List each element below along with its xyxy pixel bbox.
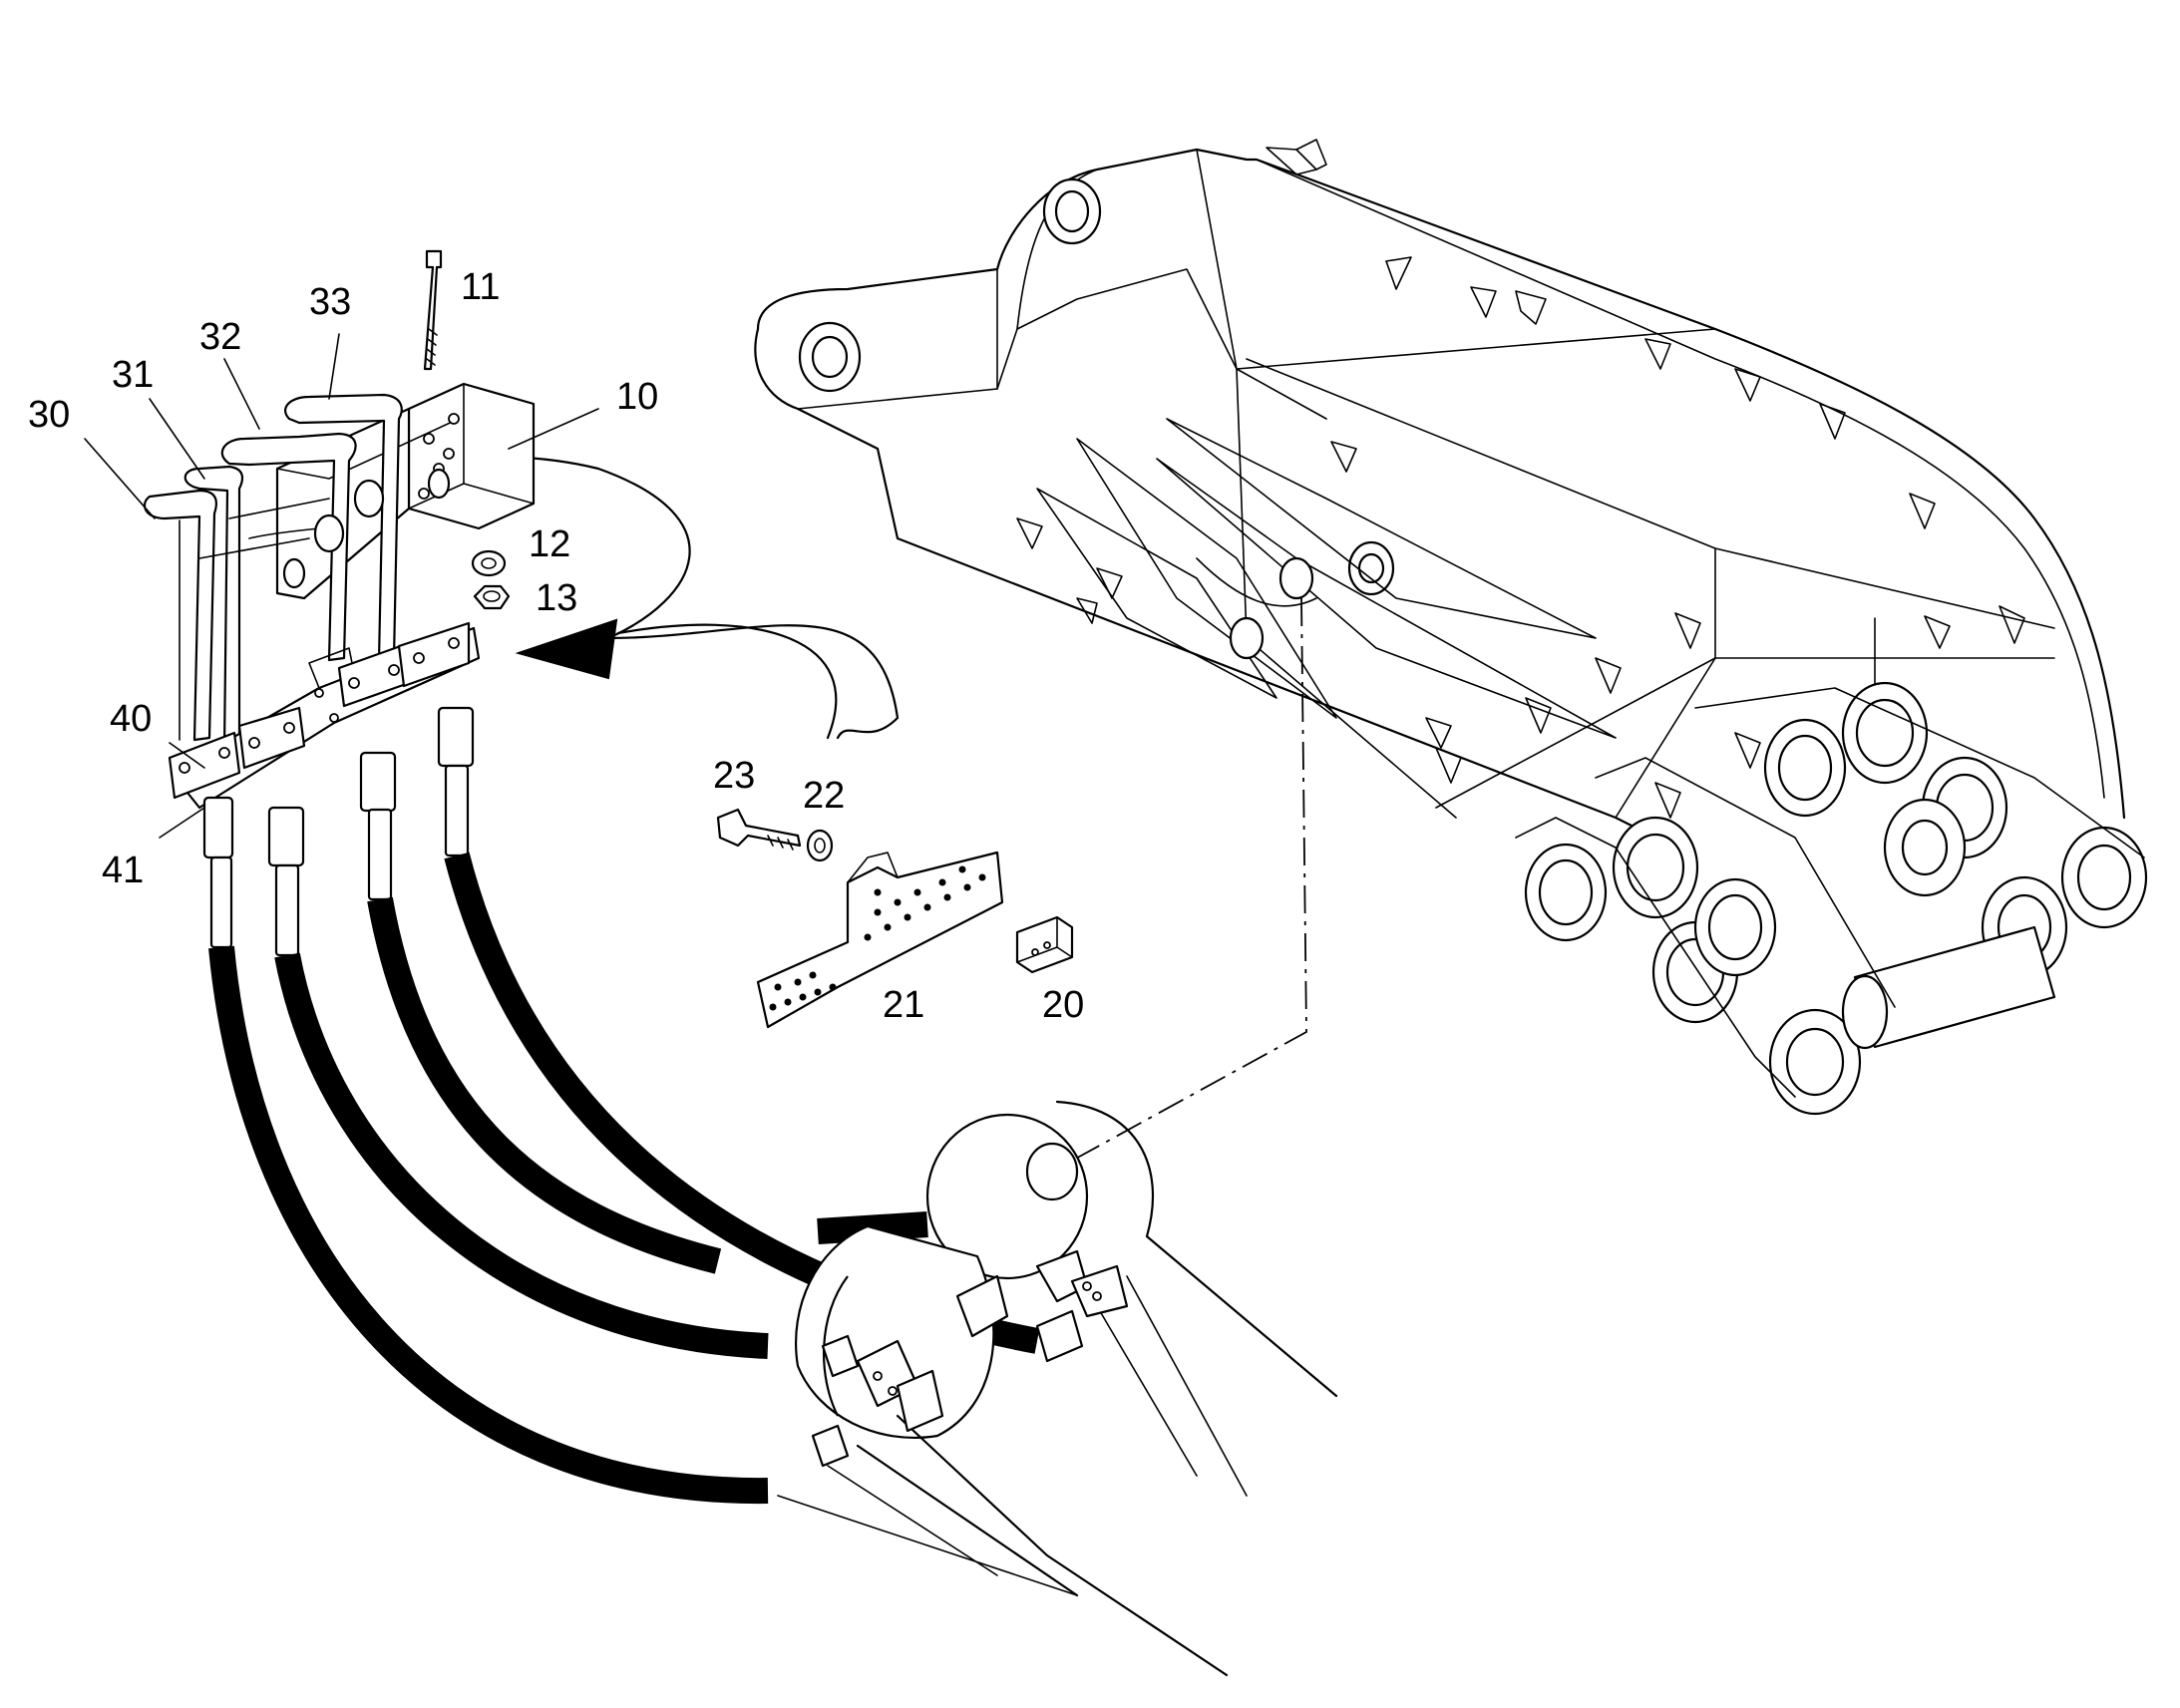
callout-11: 11 xyxy=(461,266,500,308)
bolt-11 xyxy=(423,249,443,371)
callout-23: 23 xyxy=(713,755,755,797)
callout-31: 31 xyxy=(112,354,154,396)
leader-lines xyxy=(84,333,599,839)
valve-block-assembly xyxy=(143,249,536,957)
callout-13: 13 xyxy=(536,577,577,619)
callout-33: 33 xyxy=(309,281,351,323)
boom-end-links xyxy=(1515,681,2148,1116)
bolt-23 xyxy=(716,808,802,848)
callout-22: 22 xyxy=(803,775,845,817)
washer-22 xyxy=(806,829,834,862)
callout-30: 30 xyxy=(28,394,70,436)
callout-12: 12 xyxy=(529,523,570,565)
plate-21 xyxy=(756,851,1004,1029)
direction-arrow xyxy=(377,455,900,740)
callout-10: 10 xyxy=(616,376,658,418)
callout-labels: 30 31 32 33 11 10 12 13 40 41 23 22 21 2… xyxy=(28,266,1084,1026)
callout-32: 32 xyxy=(199,316,241,358)
boom-structure xyxy=(754,139,2148,1116)
callout-20: 20 xyxy=(1042,984,1084,1026)
bracket-parts xyxy=(716,808,1074,1029)
arm-cylinder xyxy=(777,1100,1338,1677)
callout-40: 40 xyxy=(110,698,152,740)
pipes xyxy=(143,393,451,750)
callout-21: 21 xyxy=(883,984,924,1026)
center-line-leader xyxy=(1051,597,1307,1173)
hose-fittings xyxy=(202,706,475,957)
nut-13 xyxy=(473,584,511,610)
callout-41: 41 xyxy=(102,850,144,891)
washer-12 xyxy=(471,549,507,577)
